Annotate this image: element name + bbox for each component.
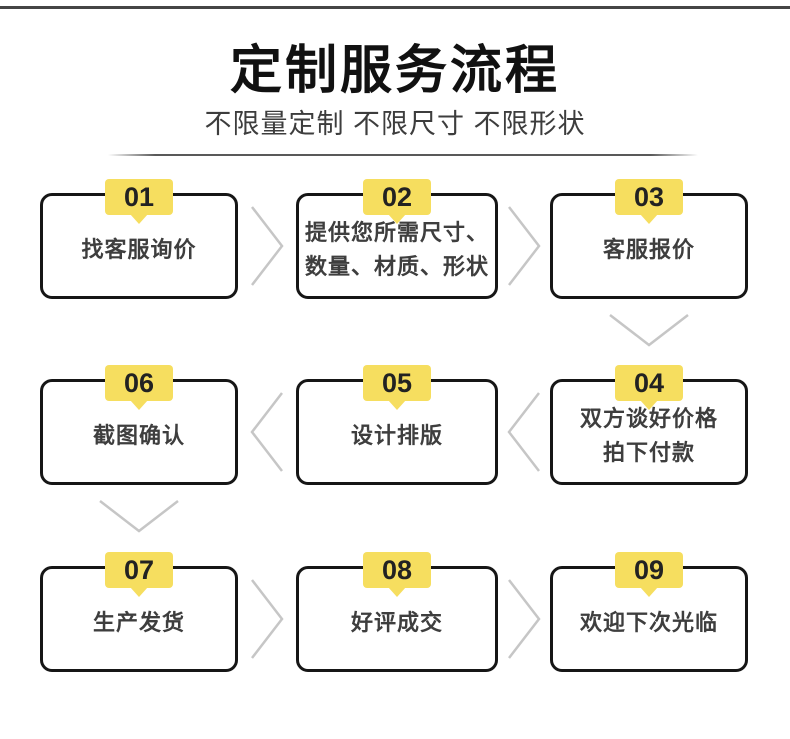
step-label-05: 设计排版 <box>350 422 443 448</box>
step-label-03: 客服报价 <box>602 236 695 262</box>
step-number-badge-05: 05 <box>363 365 431 401</box>
step-number-badge-06: 06 <box>105 365 173 401</box>
step-number: 01 <box>123 181 155 212</box>
step-number-badge-07: 07 <box>105 552 173 588</box>
step-box-08: 08 好评成交 <box>296 552 498 672</box>
arrow-down-icon <box>605 310 693 350</box>
step-box-07: 07 生产发货 <box>40 552 238 672</box>
step-number: 07 <box>123 554 155 585</box>
step-label-07: 生产发货 <box>92 609 185 635</box>
step-number-badge-09: 09 <box>615 552 683 588</box>
step-label-02: 提供您所需尺寸、 数量、材质、形状 <box>304 219 489 279</box>
step-box-06: 06 截图确认 <box>40 365 238 485</box>
arrow-right-icon <box>247 202 287 290</box>
arrow-right-icon <box>247 575 287 663</box>
top-rule-line <box>0 6 790 9</box>
arrow-right-icon <box>504 575 544 663</box>
header-divider <box>108 154 698 156</box>
step-label-09: 欢迎下次光临 <box>579 609 718 635</box>
step-number: 09 <box>633 554 665 585</box>
step-box-02: 02 提供您所需尺寸、 数量、材质、形状 <box>296 179 498 299</box>
step-label-08: 好评成交 <box>350 609 443 635</box>
step-number-badge-04: 04 <box>615 365 683 401</box>
step-label-04: 双方谈好价格 拍下付款 <box>579 405 718 465</box>
step-box-03: 03 客服报价 <box>550 179 748 299</box>
arrow-left-icon <box>504 388 544 476</box>
step-number-badge-01: 01 <box>105 179 173 215</box>
page-subtitle: 不限量定制 不限尺寸 不限形状 <box>204 109 586 139</box>
step-number: 08 <box>381 554 413 585</box>
step-number-badge-03: 03 <box>615 179 683 215</box>
step-number: 05 <box>381 367 413 398</box>
step-box-09: 09 欢迎下次光临 <box>550 552 748 672</box>
arrow-right-icon <box>504 202 544 290</box>
step-number-badge-08: 08 <box>363 552 431 588</box>
step-label-06: 截图确认 <box>92 422 185 448</box>
step-number: 04 <box>633 367 665 398</box>
step-number-badge-02: 02 <box>363 179 431 215</box>
arrow-down-icon <box>95 496 183 536</box>
arrow-left-icon <box>247 388 287 476</box>
step-box-01: 01 找客服询价 <box>40 179 238 299</box>
step-number: 06 <box>123 367 155 398</box>
step-number: 03 <box>633 181 665 212</box>
step-box-05: 05 设计排版 <box>296 365 498 485</box>
step-number: 02 <box>381 181 413 212</box>
step-box-04: 04 双方谈好价格 拍下付款 <box>550 365 748 485</box>
step-label-01: 找客服询价 <box>81 236 197 262</box>
page-title: 定制服务流程 <box>229 42 560 100</box>
